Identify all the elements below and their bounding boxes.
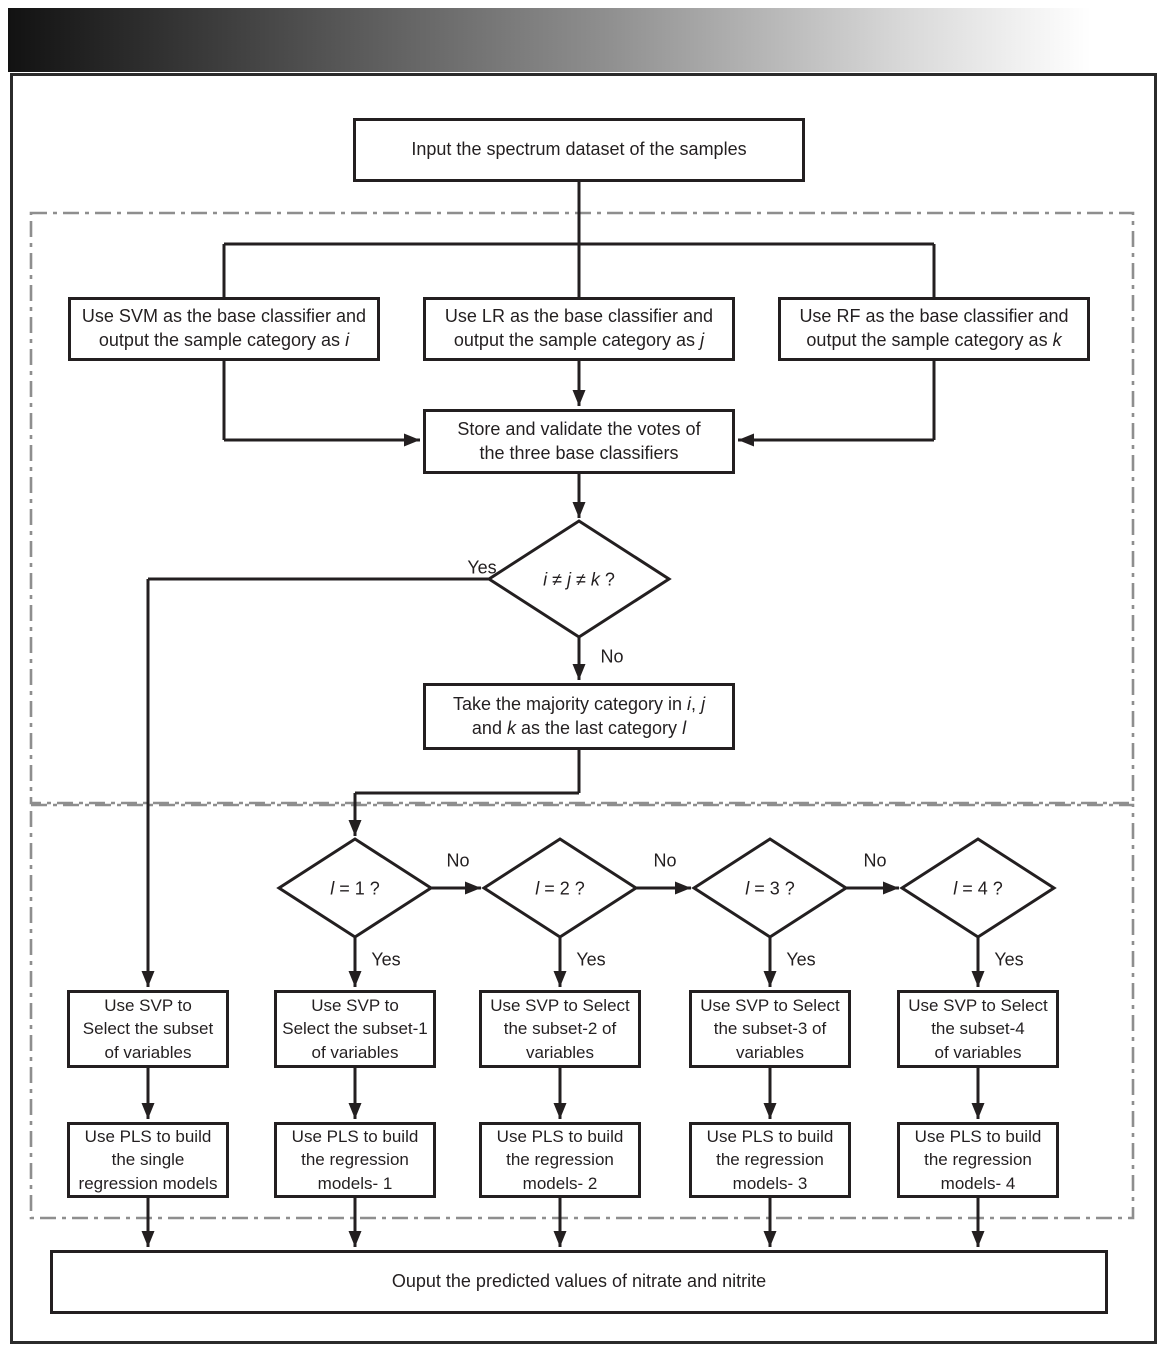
decision-l4-label: l = 4 ? (953, 878, 1003, 899)
header-gradient-bar (8, 8, 1160, 72)
majority-box: Take the majority category in i, j and k… (423, 683, 735, 750)
outer-frame (10, 73, 1157, 1344)
store-votes-box: Store and validate the votes of the thre… (423, 409, 735, 474)
classifier-lr-label: Use LR as the base classifier and output… (444, 306, 714, 350)
decision-l2-diamond (481, 837, 639, 939)
label-no-l1: No (446, 850, 470, 871)
decision-l2-label: l = 2 ? (535, 878, 585, 899)
label-yes-l2: Yes (576, 949, 606, 970)
label-yes-l4: Yes (994, 949, 1024, 970)
input-box-label: Input the spectrum dataset of the sample… (411, 139, 747, 160)
decision-l3-label: l = 3 ? (745, 878, 795, 899)
decision-l1-diamond (276, 837, 434, 939)
classifier-rf-box: Use RF as the base classifier and output… (778, 297, 1090, 361)
classifier-svm-box: Use SVM as the base classifier and outpu… (68, 297, 380, 361)
label-no-l2: No (653, 850, 677, 871)
label-yes-ijk: Yes (467, 557, 497, 578)
decision-l3-diamond (691, 837, 849, 939)
input-box: Input the spectrum dataset of the sample… (353, 118, 805, 182)
decision-l1-label: l = 1 ? (330, 878, 380, 899)
decision-ijk-label: i ≠ j ≠ k ? (543, 569, 615, 590)
label-yes-l1: Yes (371, 949, 401, 970)
store-votes-label: Store and validate the votes of the thre… (457, 418, 701, 463)
decision-l4-diamond (899, 837, 1057, 939)
region-classification-border (29, 211, 1135, 805)
output-box: Ouput the predicted values of nitrate an… (50, 1250, 1108, 1314)
output-box-label: Ouput the predicted values of nitrate an… (391, 1271, 767, 1292)
classifier-rf-label: Use RF as the base classifier and output… (799, 306, 1069, 350)
region-regression-border (29, 803, 1135, 1220)
label-no-ijk: No (600, 646, 624, 667)
label-no-l3: No (863, 850, 887, 871)
connector-lines (148, 182, 936, 795)
majority-label: Take the majority category in i, j and k… (452, 693, 706, 738)
label-yes-l3: Yes (786, 949, 816, 970)
classifier-lr-box: Use LR as the base classifier and output… (423, 297, 735, 361)
classifier-svm-label: Use SVM as the base classifier and outpu… (81, 306, 367, 350)
connector-arrows (141, 361, 985, 1247)
decision-ijk-diamond (486, 519, 672, 639)
